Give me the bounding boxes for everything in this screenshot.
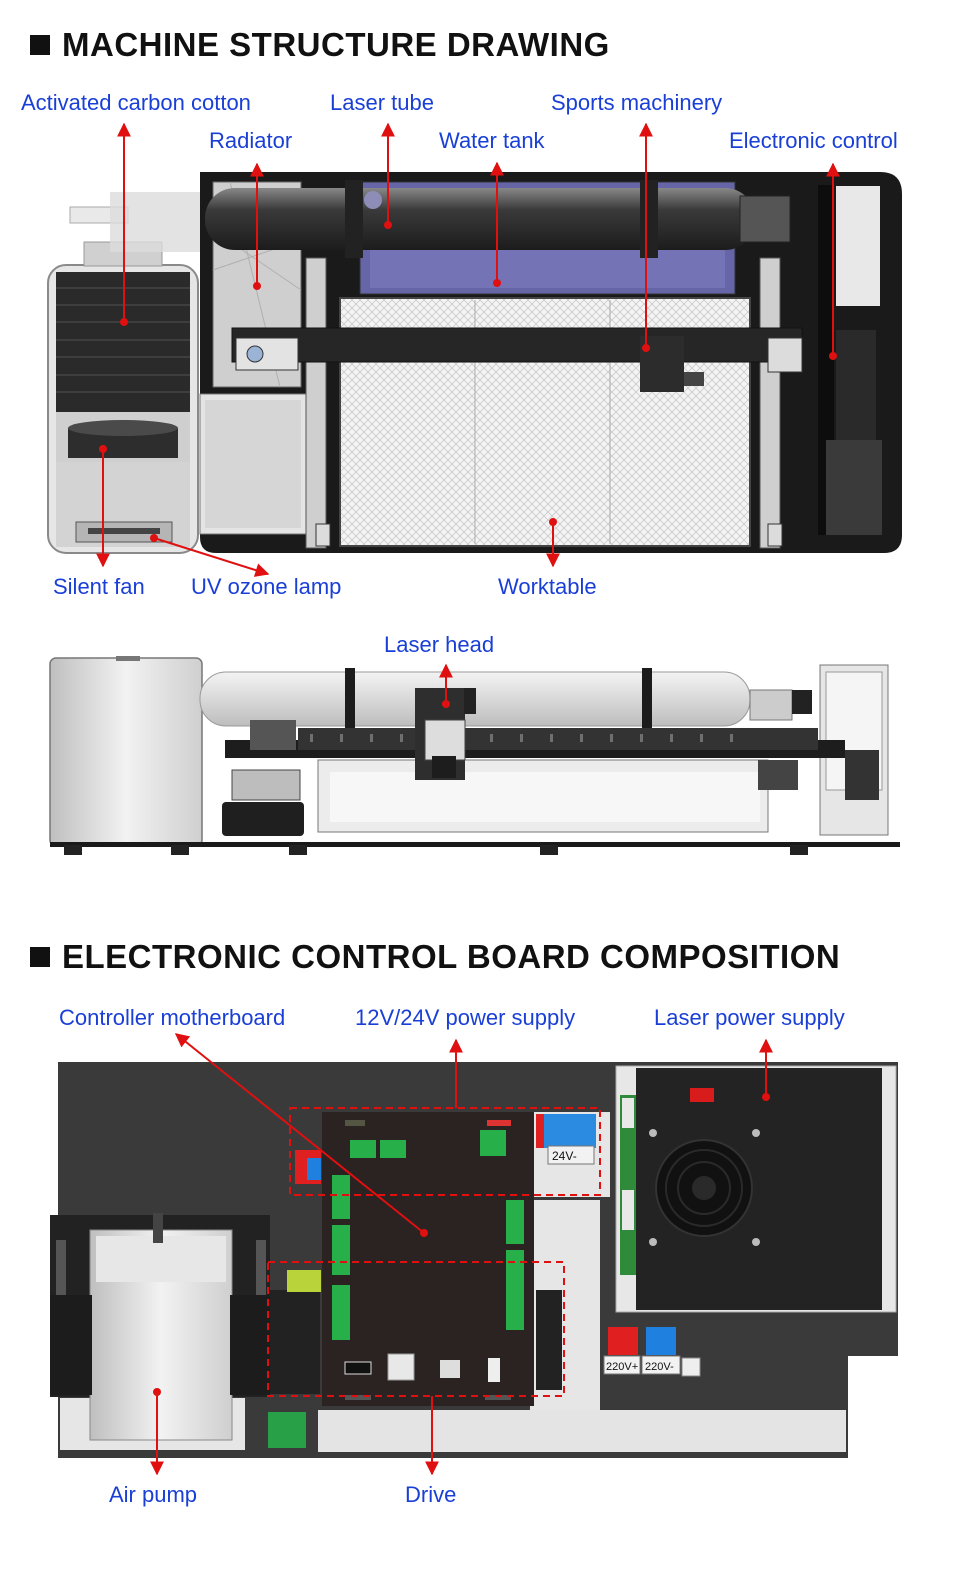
- label-power-supply-12-24: 12V/24V power supply: [355, 1005, 576, 1030]
- label-activated-carbon: Activated carbon cotton: [21, 90, 251, 115]
- heading-text: MACHINE STRUCTURE DRAWING: [62, 26, 610, 63]
- terminal-24v-minus: 24V-: [552, 1149, 577, 1163]
- arrow-controller: [174, 1033, 425, 1234]
- label-water-tank: Water tank: [439, 128, 545, 153]
- label-worktable: Worktable: [498, 574, 597, 599]
- label-air-pump: Air pump: [109, 1482, 198, 1507]
- label-radiator: Radiator: [209, 128, 293, 153]
- dashed-box-drive: [267, 1261, 565, 1397]
- terminal-220v-plus: 220V+: [606, 1361, 638, 1373]
- callout-arrows: [96, 122, 840, 1476]
- label-drive: Drive: [405, 1482, 457, 1507]
- label-laser-tube: Laser tube: [330, 90, 434, 115]
- label-electronic-control: Electronic control: [729, 128, 898, 153]
- control-board: [50, 1062, 898, 1458]
- section-heading-structure: MACHINE STRUCTURE DRAWING: [30, 26, 610, 64]
- arrow-uv-lamp: [153, 537, 270, 577]
- machine-top-view: [47, 172, 902, 554]
- heading-text: ELECTRONIC CONTROL BOARD COMPOSITION: [62, 938, 841, 975]
- terminal-220v-minus: 220V-: [645, 1361, 674, 1373]
- label-sports-machinery: Sports machinery: [551, 90, 723, 115]
- heading-square-icon: [30, 35, 50, 55]
- dashed-box-power-supply: [289, 1107, 601, 1196]
- heading-square-icon: [30, 947, 50, 967]
- label-silent-fan: Silent fan: [53, 574, 145, 599]
- label-uv-lamp: UV ozone lamp: [191, 574, 342, 599]
- callout-dots: [99, 221, 837, 1396]
- section-heading-board: ELECTRONIC CONTROL BOARD COMPOSITION: [30, 938, 840, 976]
- label-controller-motherboard: Controller motherboard: [59, 1005, 286, 1030]
- label-laser-head: Laser head: [384, 632, 495, 657]
- label-laser-power-supply: Laser power supply: [654, 1005, 845, 1030]
- machine-side-view: [49, 656, 900, 855]
